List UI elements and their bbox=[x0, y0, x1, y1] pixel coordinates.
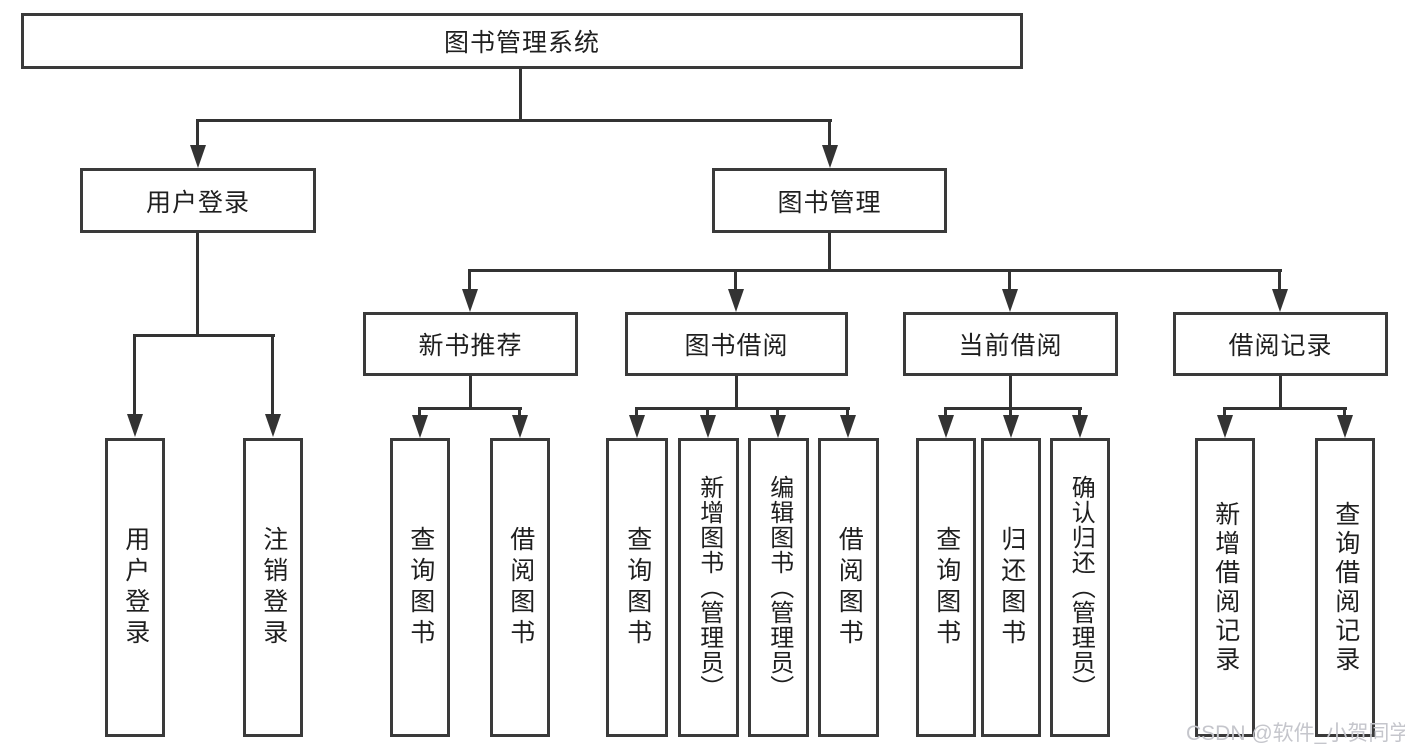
node-root-label: 图书管理系统 bbox=[443, 29, 600, 57]
leaf-query-borrow-record: 查询借阅记录 bbox=[1315, 438, 1375, 737]
arrowhead-icon bbox=[938, 415, 954, 438]
csdn-watermark: CSDN @软件_小贺同学 bbox=[1186, 722, 1405, 745]
leaf-add-books-admin-label: 新增图书（管理员） bbox=[695, 475, 723, 700]
node-current-borrowing: 当前借阅 bbox=[903, 312, 1118, 376]
leaf-borrow-books-recommend-label: 借阅图书 bbox=[506, 525, 535, 650]
connector-root-split bbox=[196, 119, 832, 122]
connector-shaft bbox=[944, 407, 947, 419]
node-user-login: 用户登录 bbox=[80, 168, 316, 233]
connector-shaft bbox=[734, 269, 737, 291]
arrowhead-icon bbox=[1272, 289, 1288, 312]
connector-records-split bbox=[1223, 407, 1347, 410]
arrowhead-icon bbox=[629, 415, 645, 438]
arrowhead-icon bbox=[127, 414, 143, 437]
connector-shaft bbox=[846, 407, 849, 419]
node-book-borrowing-label: 图书借阅 bbox=[684, 332, 789, 360]
connector-bookmgmt-split bbox=[468, 269, 1282, 272]
arrowhead-icon bbox=[1003, 415, 1019, 438]
connector-recommend-split bbox=[418, 407, 522, 410]
node-new-book-recommend: 新书推荐 bbox=[363, 312, 578, 376]
connector-shaft bbox=[518, 407, 521, 419]
node-book-management: 图书管理 bbox=[712, 168, 947, 233]
arrowhead-icon bbox=[412, 415, 428, 438]
node-new-book-recommend-label: 新书推荐 bbox=[418, 332, 523, 360]
leaf-query-borrow-record-label: 查询借阅记录 bbox=[1331, 500, 1360, 675]
connector-current-split bbox=[944, 407, 1082, 410]
connector-shaft bbox=[1009, 407, 1012, 419]
connector-shaft bbox=[1343, 407, 1346, 419]
leaf-borrow-books-borrowing-label: 借阅图书 bbox=[835, 525, 864, 650]
connector-shaft bbox=[1078, 407, 1081, 419]
leaf-query-books-recommend-label: 查询图书 bbox=[406, 525, 435, 650]
arrowhead-icon bbox=[840, 415, 856, 438]
leaf-edit-books-admin: 编辑图书（管理员） bbox=[748, 438, 809, 737]
leaf-return-books-label: 归还图书 bbox=[997, 525, 1026, 650]
arrowhead-icon bbox=[822, 145, 838, 168]
arrowhead-icon bbox=[700, 415, 716, 438]
leaf-query-books-current-label: 查询图书 bbox=[932, 525, 961, 650]
connector-shaft bbox=[828, 119, 831, 147]
node-borrow-records-label: 借阅记录 bbox=[1228, 332, 1333, 360]
leaf-edit-books-admin-label: 编辑图书（管理员） bbox=[765, 475, 793, 700]
leaf-add-books-admin: 新增图书（管理员） bbox=[678, 438, 739, 737]
leaf-user-login-label: 用户登录 bbox=[121, 525, 150, 650]
connector-shaft bbox=[133, 334, 136, 416]
arrowhead-icon bbox=[1217, 415, 1233, 438]
node-book-management-label: 图书管理 bbox=[777, 188, 882, 217]
arrowhead-icon bbox=[770, 415, 786, 438]
leaf-borrow-books-borrowing: 借阅图书 bbox=[818, 438, 879, 737]
connector-borrowing-stem bbox=[735, 376, 738, 409]
connector-shaft bbox=[776, 407, 779, 419]
leaf-confirm-return-admin-label: 确认归还（管理员） bbox=[1067, 475, 1095, 700]
connector-root-stem bbox=[519, 69, 522, 120]
node-borrow-records: 借阅记录 bbox=[1173, 312, 1388, 376]
leaf-add-borrow-record-label: 新增借阅记录 bbox=[1211, 500, 1240, 675]
arrowhead-icon bbox=[1072, 415, 1088, 438]
node-root: 图书管理系统 bbox=[21, 13, 1023, 69]
connector-borrowing-split bbox=[635, 407, 850, 410]
arrowhead-icon bbox=[512, 415, 528, 438]
connector-shaft bbox=[271, 334, 274, 416]
connector-shaft bbox=[1278, 269, 1281, 291]
leaf-query-books-current: 查询图书 bbox=[916, 438, 976, 737]
connector-records-stem bbox=[1279, 376, 1282, 409]
node-user-login-label: 用户登录 bbox=[145, 188, 250, 217]
node-book-borrowing: 图书借阅 bbox=[625, 312, 848, 376]
connector-shaft bbox=[468, 269, 471, 291]
connector-current-stem bbox=[1009, 376, 1012, 409]
node-current-borrowing-label: 当前借阅 bbox=[958, 332, 1063, 360]
leaf-return-books: 归还图书 bbox=[981, 438, 1041, 737]
leaf-add-borrow-record: 新增借阅记录 bbox=[1195, 438, 1255, 737]
leaf-user-login: 用户登录 bbox=[105, 438, 165, 737]
connector-shaft bbox=[1008, 269, 1011, 291]
connector-recommend-stem bbox=[469, 376, 472, 409]
leaf-confirm-return-admin: 确认归还（管理员） bbox=[1050, 438, 1110, 737]
leaf-borrow-books-recommend: 借阅图书 bbox=[490, 438, 550, 737]
connector-shaft bbox=[706, 407, 709, 419]
arrowhead-icon bbox=[265, 414, 281, 437]
arrowhead-icon bbox=[190, 145, 206, 168]
connector-shaft bbox=[418, 407, 421, 419]
connector-userlogin-split bbox=[133, 334, 275, 337]
connector-userlogin-stem bbox=[196, 233, 199, 336]
arrowhead-icon bbox=[1002, 289, 1018, 312]
leaf-logout: 注销登录 bbox=[243, 438, 303, 737]
arrowhead-icon bbox=[728, 289, 744, 312]
arrowhead-icon bbox=[462, 289, 478, 312]
connector-bookmgmt-stem bbox=[828, 233, 831, 271]
leaf-query-books-recommend: 查询图书 bbox=[390, 438, 450, 737]
connector-shaft bbox=[196, 119, 199, 147]
arrowhead-icon bbox=[1337, 415, 1353, 438]
leaf-query-books-borrowing-label: 查询图书 bbox=[623, 525, 652, 650]
leaf-query-books-borrowing: 查询图书 bbox=[606, 438, 668, 737]
connector-shaft bbox=[635, 407, 638, 419]
leaf-logout-label: 注销登录 bbox=[259, 525, 288, 650]
connector-shaft bbox=[1223, 407, 1226, 419]
